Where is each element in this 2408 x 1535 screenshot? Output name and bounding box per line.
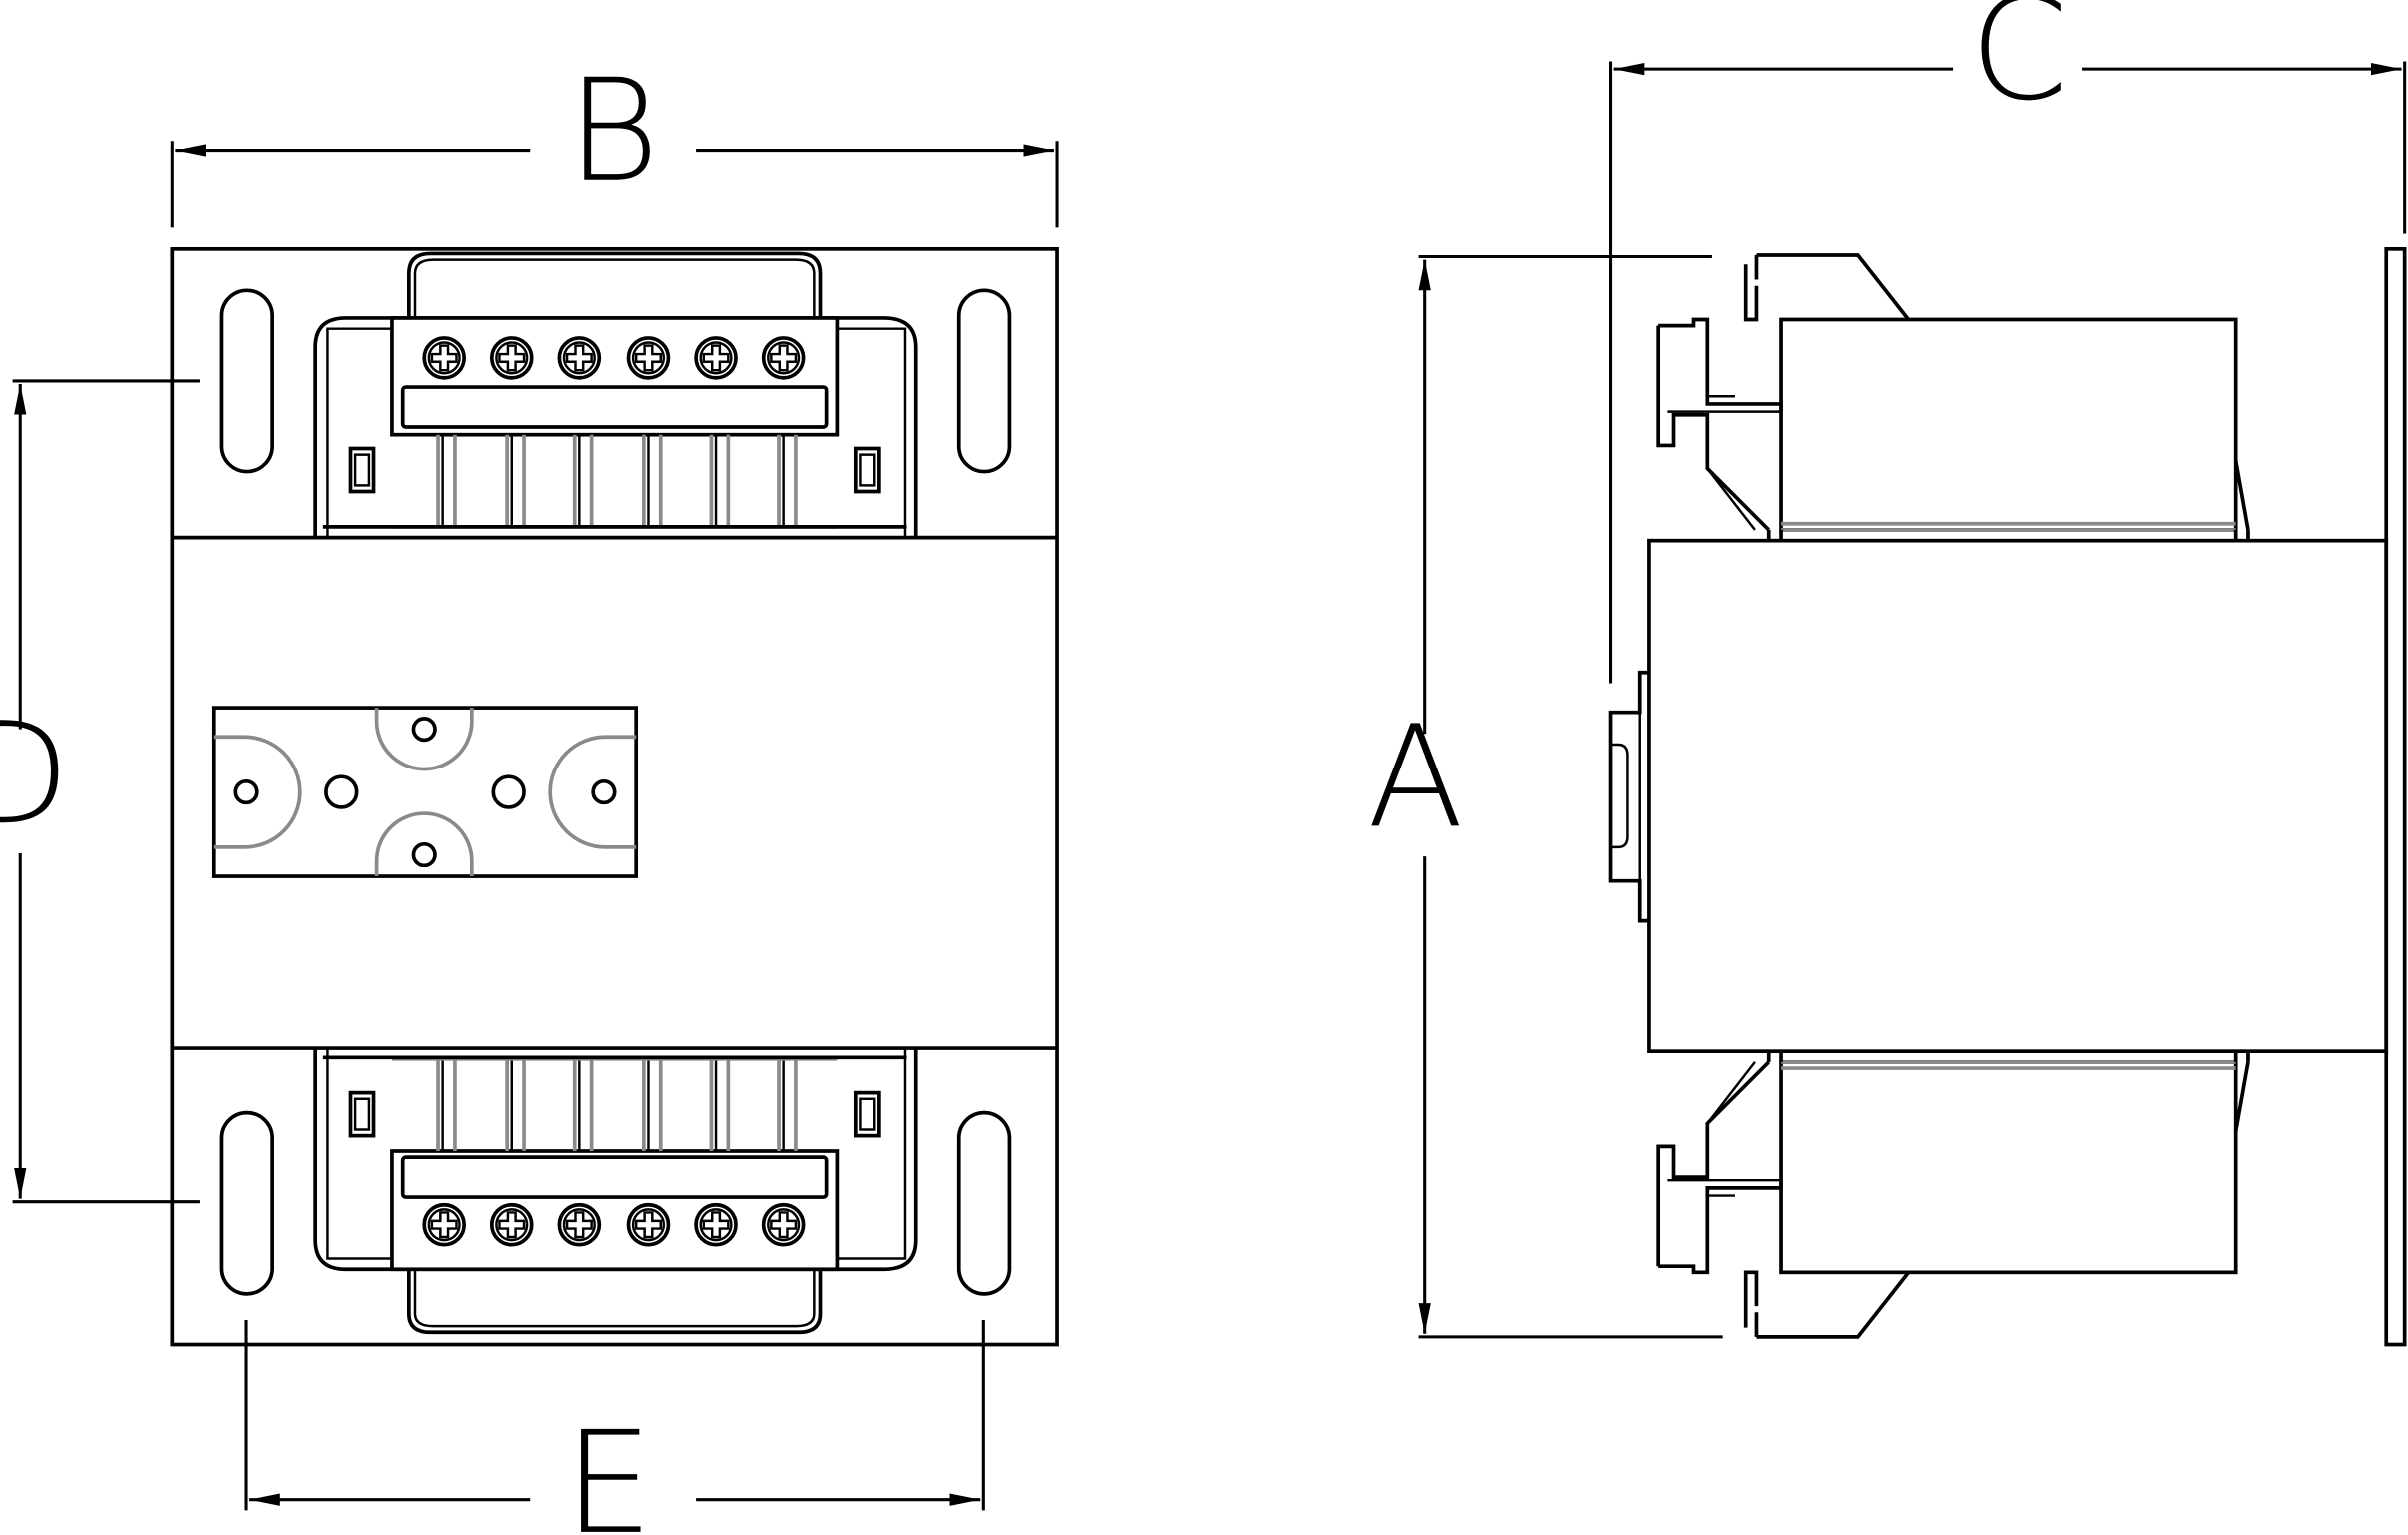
terminal-separators-bottom — [322, 1055, 907, 1151]
front-view: B D E — [0, 50, 1059, 1535]
side-core — [1647, 538, 2389, 1054]
side-coil-bottom — [1656, 1051, 2250, 1339]
side-coil-top — [1656, 253, 2250, 541]
mounting-slot-bottom-left — [219, 1110, 274, 1296]
mounting-slot-top-right — [956, 288, 1012, 474]
side-mounting-plate — [2384, 246, 2407, 1347]
dimension-c: C — [1609, 0, 2407, 684]
dimension-d-label: D — [0, 693, 70, 856]
dimension-e: E — [244, 1319, 985, 1535]
terminal-separators-top — [322, 434, 907, 529]
mounting-plate — [170, 246, 1059, 1347]
dimension-a: A — [1367, 254, 1723, 1339]
dimension-b: B — [170, 50, 1059, 228]
dimension-a-label: A — [1367, 696, 1464, 859]
mounting-slot-bottom-right — [956, 1110, 1012, 1296]
dimension-d: D — [0, 379, 200, 1204]
dimension-e-label: E — [564, 1402, 653, 1535]
dimension-b-label: B — [567, 50, 660, 214]
terminal-block-bottom — [313, 1048, 918, 1335]
din-clip-plate — [211, 706, 639, 878]
side-view: A C — [1367, 0, 2407, 1347]
dimension-c-label: C — [1970, 0, 2069, 132]
terminal-block-top — [313, 251, 918, 538]
mounting-slot-top-left — [219, 288, 274, 474]
